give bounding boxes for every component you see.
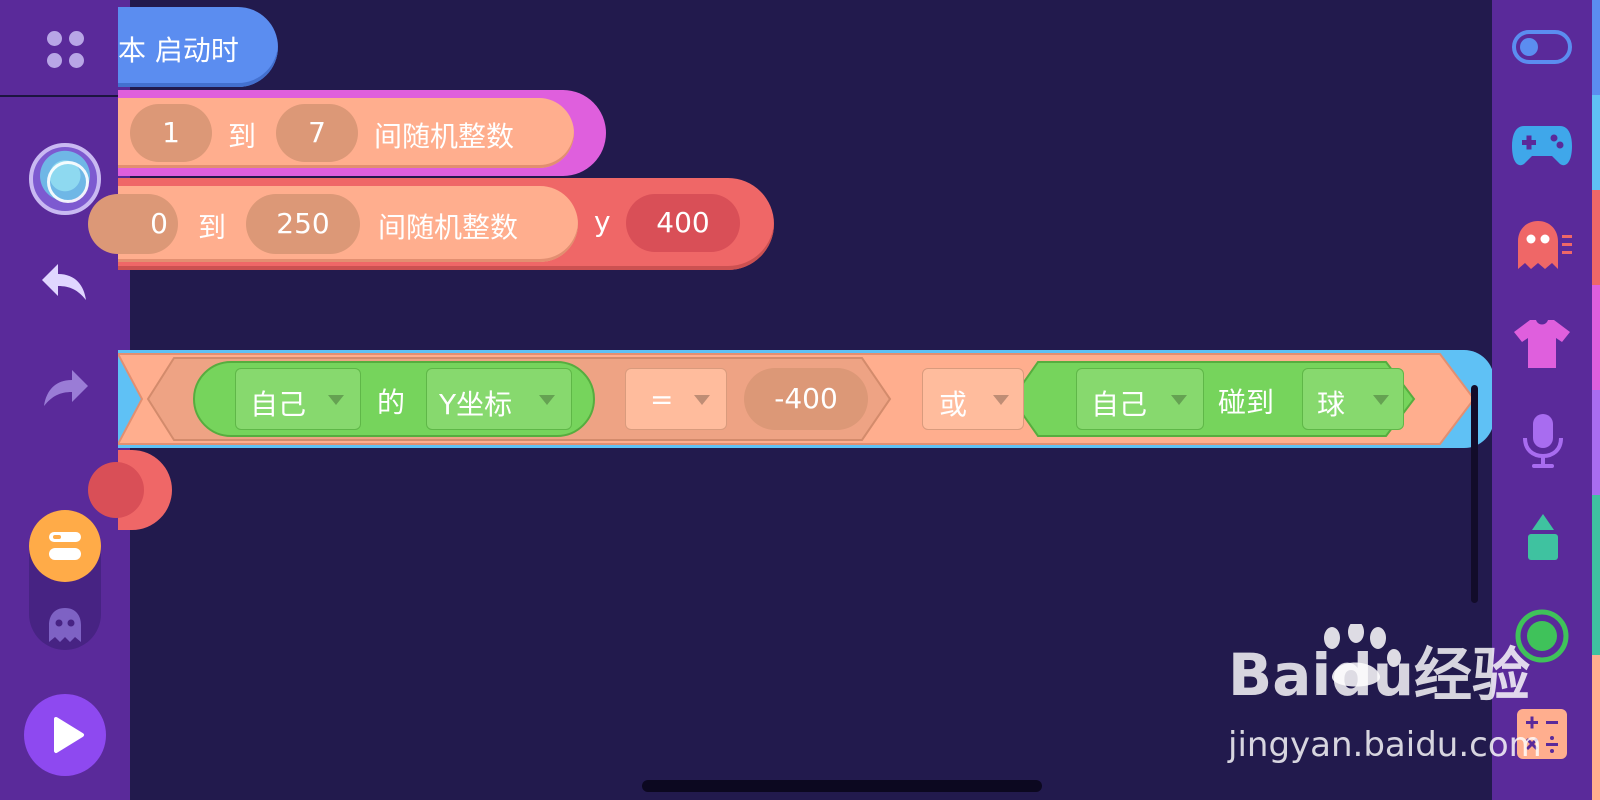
random-suffix-2: 间随机整数	[378, 211, 519, 244]
watermark-logo: Baidu经验	[1228, 641, 1531, 709]
or-dropdown[interactable]: 或	[922, 368, 1024, 430]
ghost-tab-icon[interactable]	[46, 606, 84, 644]
compare-value-input[interactable]: -400	[744, 368, 868, 430]
gamepad-icon[interactable]	[1510, 122, 1574, 170]
sprite-avatar[interactable]	[29, 143, 101, 215]
tshirt-icon[interactable]	[1512, 318, 1572, 370]
calculator-icon[interactable]	[1516, 708, 1568, 760]
microphone-icon[interactable]	[1520, 412, 1566, 470]
or-dropdown-label: 或	[939, 388, 968, 421]
toggle-icon[interactable]	[1512, 30, 1572, 64]
event-stripe	[1592, 0, 1600, 95]
random-int-block-2[interactable]: 0 到 250 间随机整数	[88, 186, 578, 262]
workspace-scrollbar[interactable]	[1471, 385, 1478, 603]
self-dropdown-2-label: 自己	[1091, 388, 1148, 421]
play-button[interactable]	[24, 694, 106, 776]
of-label: 的	[377, 386, 406, 419]
watermark-url: jingyan.baidu.com	[1228, 725, 1542, 765]
home-indicator	[642, 780, 1042, 792]
random-int-block-1[interactable]: 1 到 7 间随机整数	[118, 98, 574, 168]
chevron-down-icon	[1373, 395, 1389, 405]
apps-grid-icon[interactable]	[47, 31, 87, 71]
operator-dropdown-label: =	[650, 383, 674, 416]
play-icon	[54, 717, 84, 753]
blocks-tab-button[interactable]	[29, 510, 101, 582]
random-max-input-1[interactable]: 7	[276, 104, 358, 162]
touch-target-dropdown[interactable]: 球	[1302, 368, 1404, 430]
pen-stripe	[1592, 495, 1600, 655]
to-label-2: 到	[198, 211, 227, 244]
motion-input-partial[interactable]	[88, 462, 144, 518]
sound-stripe	[1592, 390, 1600, 495]
random-suffix-1: 间随机整数	[374, 120, 515, 153]
y-label: y	[594, 205, 611, 238]
self-dropdown-1[interactable]: 自己	[235, 368, 361, 430]
chevron-down-icon	[993, 395, 1009, 405]
random-min-input-1[interactable]: 1	[130, 104, 212, 162]
blocks-icon	[49, 532, 81, 560]
pen-icon[interactable]	[1524, 512, 1562, 562]
touching-label: 碰到	[1218, 386, 1275, 419]
property-dropdown[interactable]: Y坐标	[426, 368, 572, 430]
random-max-input-2[interactable]: 250	[246, 194, 360, 254]
chevron-down-icon	[328, 395, 344, 405]
y-value-input[interactable]: 400	[626, 194, 740, 252]
when-start-hat-block[interactable]: 本 启动时	[118, 7, 278, 87]
operator-stripe	[1592, 655, 1600, 800]
operator-dropdown[interactable]: =	[625, 368, 727, 430]
control-stripe	[1592, 95, 1600, 190]
random-min-input-2[interactable]: 0	[88, 194, 178, 254]
chevron-down-icon	[539, 395, 555, 405]
self-dropdown-1-label: 自己	[250, 388, 307, 421]
left-toolbar	[0, 0, 130, 800]
property-dropdown-label: Y坐标	[439, 388, 513, 421]
to-label-1: 到	[228, 120, 257, 153]
paw-logo	[1312, 624, 1404, 694]
undo-icon[interactable]	[40, 262, 88, 302]
avatar-ring	[47, 161, 89, 203]
looks-stripe	[1592, 285, 1600, 390]
motion-block-partial[interactable]	[88, 450, 172, 530]
chevron-down-icon	[694, 395, 710, 405]
chevron-down-icon	[1171, 395, 1187, 405]
ghost-icon[interactable]	[1516, 219, 1574, 271]
touch-target-label: 球	[1317, 388, 1346, 421]
left-toolbar-top	[0, 0, 130, 97]
circle-icon[interactable]	[1514, 608, 1570, 664]
self-dropdown-2[interactable]: 自己	[1076, 368, 1204, 430]
hat-label: 本 启动时	[118, 34, 239, 67]
motion-stripe	[1592, 190, 1600, 285]
redo-icon[interactable]	[42, 368, 90, 408]
